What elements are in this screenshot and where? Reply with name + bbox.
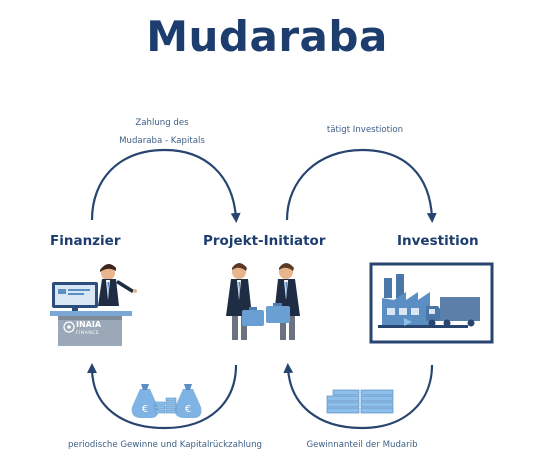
financier-illustration <box>50 263 137 346</box>
caption-makes-investment: tätigt Investiotion <box>326 125 404 135</box>
caption-periodic-returns: periodische Gewinne und Kapitalrückzahlu… <box>67 440 263 450</box>
arrow-financier-to-initiator <box>90 148 241 223</box>
truck-icon <box>426 297 480 327</box>
caption-capital-payment-line1: Zahlung des <box>135 118 189 128</box>
label-investment: Investition <box>397 233 479 249</box>
money-stacks-illustration <box>326 389 394 414</box>
label-project-initiator: Projekt-Initiator <box>203 233 326 249</box>
money-bag-icon-right: € <box>174 384 202 418</box>
caption-capital-payment-line2: Mudaraba - Kapitals <box>119 136 205 146</box>
arrow-initiator-to-financier <box>87 363 238 430</box>
inaia-brand: INAIA <box>76 320 102 329</box>
inaia-logo-text: INAIA FINANCE <box>76 320 101 338</box>
arrow-investment-to-initiator <box>283 363 434 430</box>
label-financier: Finanzier <box>50 233 121 249</box>
initiator-illustration <box>226 263 300 340</box>
money-bag-icon-left: € <box>131 384 159 418</box>
money-bags-illustration: € € <box>131 384 202 418</box>
page-title: Mudaraba <box>146 12 388 61</box>
svg-text:€: € <box>142 404 148 415</box>
factory-icon <box>378 274 468 328</box>
inaia-logo <box>63 321 75 333</box>
caption-capital-payment: Zahlung des Mudaraba - Kapitals <box>92 114 232 150</box>
caption-mudarib-share: Gewinnanteil der Mudarib <box>306 440 418 450</box>
investment-illustration <box>369 262 494 344</box>
inaia-sub: FINANCE <box>76 331 100 336</box>
svg-text:€: € <box>185 404 191 415</box>
arrow-initiator-to-investment <box>285 148 437 223</box>
